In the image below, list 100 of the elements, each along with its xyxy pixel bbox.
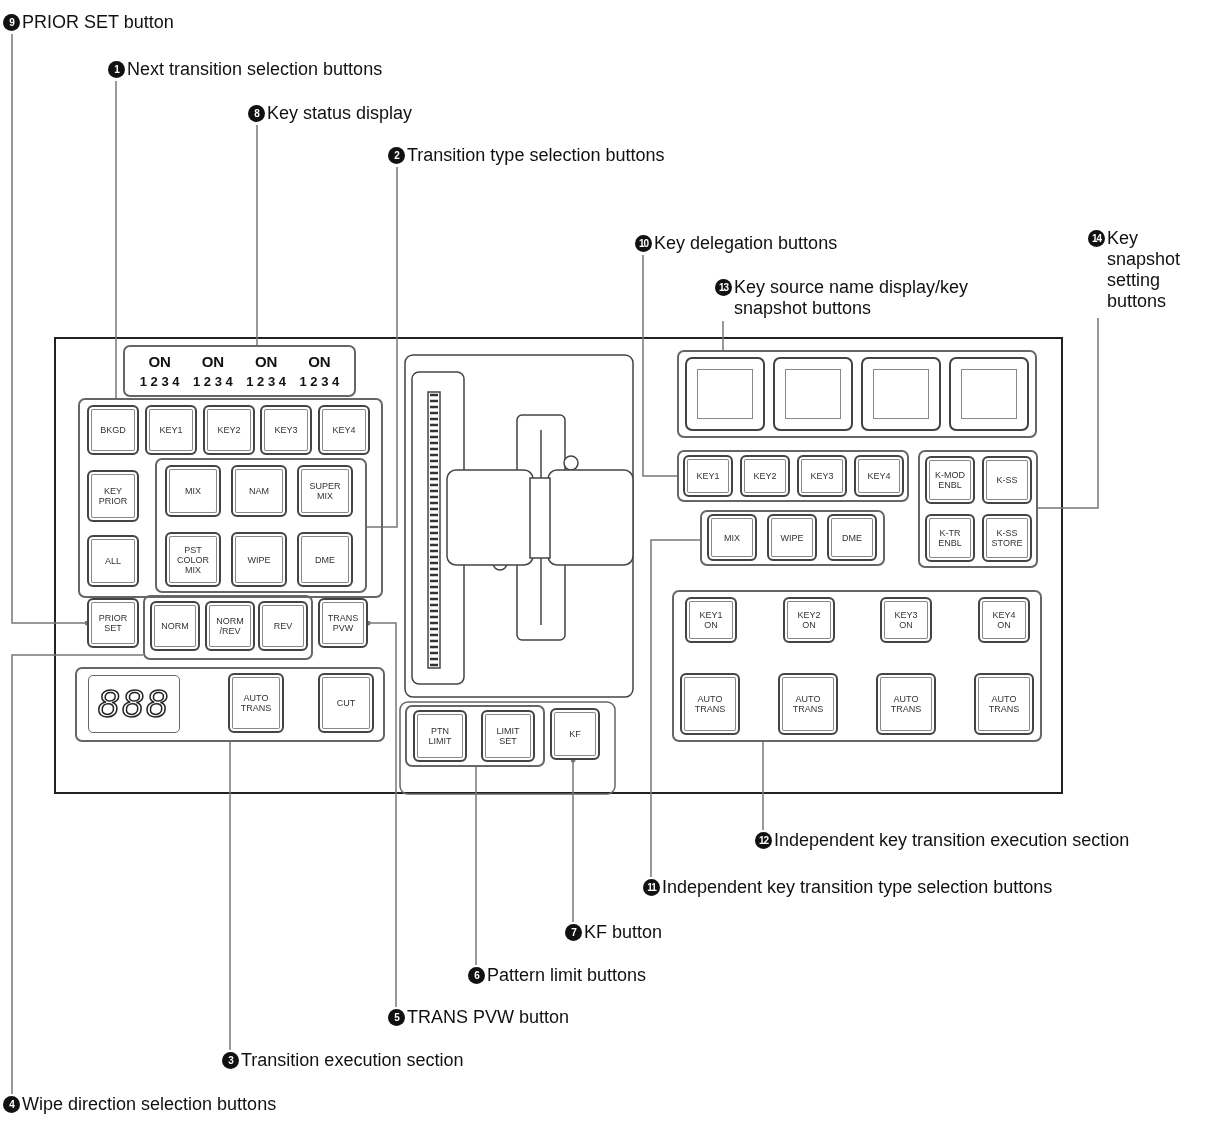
leader-line [642,254,678,477]
button-group [700,510,885,566]
callout-label: Wipe direction selection buttons [22,1094,277,1115]
panel-button: PTN LIMIT [413,710,467,762]
panel-button: PST COLOR MIX [165,532,221,587]
callout-label: Next transition selection buttons [127,59,383,80]
status-label: ON [201,353,225,370]
panel-button: KEY3 [260,405,312,455]
callout-label: Key snapshot setting buttons [1107,228,1182,312]
button-group [918,450,1038,568]
leader-line [366,166,398,528]
callout-number: 1 [108,61,125,78]
panel-button: KEY3 [797,455,847,497]
panel-button: KEY3 ON [880,597,932,643]
callout-number: 5 [388,1009,405,1026]
callout-number: 13 [715,279,732,296]
panel-button: WIPE [767,514,817,561]
leader-line [115,80,117,399]
status-label: ON [148,353,171,370]
callout-label: Independent key transition execution section [774,830,1130,851]
panel-button: KEY4 [318,405,370,455]
panel-button: KEY4 ON [978,597,1030,643]
panel-button: PRIOR SET [87,598,139,648]
callout-number: 12 [755,832,772,849]
display-button [861,357,941,431]
key-number-label: 1 2 3 4 [193,374,233,389]
leader-line [1037,317,1099,509]
control-section [75,667,385,742]
callout-label: PRIOR SET button [22,12,174,33]
display-button [773,357,853,431]
panel-button: MIX [165,465,221,517]
callout-label: Transition execution section [241,1050,464,1071]
callout-number: 2 [388,147,405,164]
callout-label: Transition type selection buttons [407,145,665,166]
panel-button: AUTO TRANS [778,673,838,735]
panel-button: CUT [318,673,374,733]
panel-button: DME [827,514,877,561]
callout-number: 3 [222,1052,239,1069]
callout-number: 9 [3,14,20,31]
callout-number: 6 [468,967,485,984]
callout-number: 7 [565,924,582,941]
button-group [78,398,383,598]
leader-line [722,320,724,351]
key-status-display [123,345,356,397]
panel-button: REV [258,601,308,651]
panel-button: K-SS [982,456,1032,504]
callout-number: 11 [643,879,660,896]
callout-number: 4 [3,1096,20,1113]
key-number-label: 1 2 3 4 [246,374,286,389]
panel-button: KEY2 [740,455,790,497]
leader-line [650,539,701,878]
display-button [949,357,1029,431]
callout-label: Pattern limit buttons [487,965,647,986]
key-number-label: 1 2 3 4 [139,374,180,389]
panel-button: BKGD [87,405,139,455]
panel-button: SUPER MIX [297,465,353,517]
panel-button: KEY4 [854,455,904,497]
callout-label: Key source name display/key snapshot buttons [734,277,970,319]
button-group [677,350,1037,438]
panel-button: K-SS STORE [982,514,1032,562]
panel-button: AUTO TRANS [680,673,740,735]
panel-button: KEY2 ON [783,597,835,643]
panel-button: KEY1 [683,455,733,497]
panel-button: KF [550,708,600,760]
panel-button: KEY PRIOR [87,470,139,522]
panel-button: NORM [150,601,200,651]
panel-button: NORM /REV [205,601,255,651]
panel-button: K-MOD ENBL [925,456,975,504]
callout-label: Independent key transition type selection buttons [662,877,1053,898]
panel-button: NAM [231,465,287,517]
leader-line [762,741,764,831]
leader-line [256,124,258,346]
panel-button: K-TR ENBL [925,514,975,562]
button-group [405,705,545,767]
key-number-label: 1 2 3 4 [299,374,340,389]
button-group [143,595,313,660]
panel-button: ALL [87,535,139,587]
callout-label: Key delegation buttons [654,233,838,254]
panel-button: KEY2 [203,405,255,455]
callout-number: 8 [248,105,265,122]
panel-button: TRANS PVW [318,598,368,648]
panel-button: MIX [707,514,757,561]
control-section [672,590,1042,742]
callout-label: KF button [584,922,663,943]
display-button [685,357,765,431]
leader-line [570,757,576,923]
panel-button: KEY1 ON [685,597,737,643]
segment-display: 888 [88,675,180,733]
panel-button: AUTO TRANS [876,673,936,735]
panel-button: LIMIT SET [481,710,535,762]
callout-label: Key status display [267,103,413,124]
leader-line [11,654,144,1095]
button-group [677,450,909,502]
panel-button: AUTO TRANS [974,673,1034,735]
status-label: ON [308,353,331,370]
callout-number: 14 [1088,230,1105,247]
panel-button: AUTO TRANS [228,673,284,733]
status-label: ON [254,353,278,370]
callout-number: 10 [635,235,652,252]
panel-button: KEY1 [145,405,197,455]
